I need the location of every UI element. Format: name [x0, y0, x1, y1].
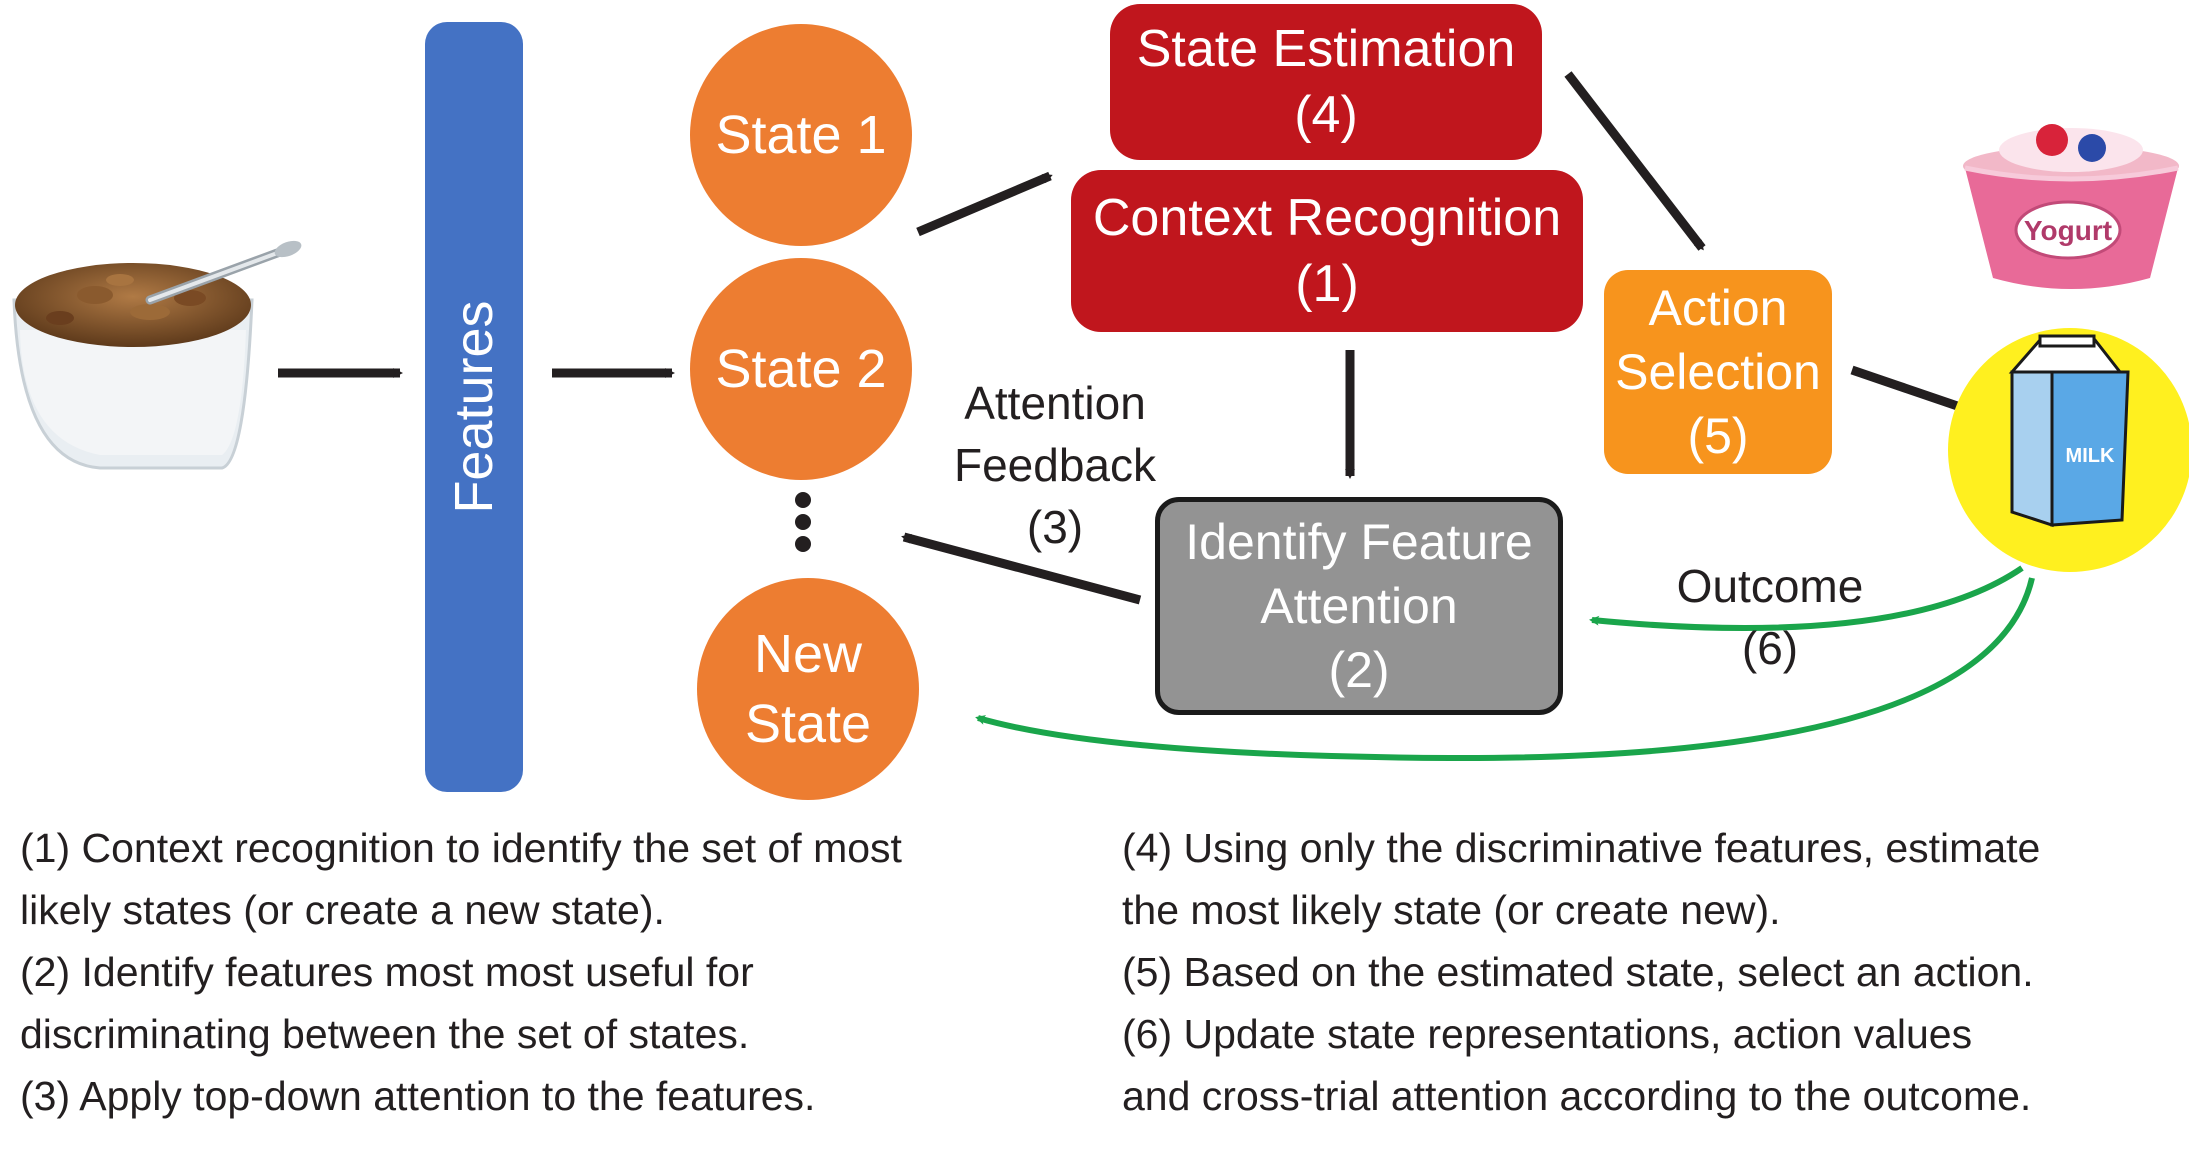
state-2-node: State 2 — [690, 258, 912, 480]
legend-left-line: (3) Apply top-down attention to the feat… — [20, 1073, 816, 1119]
new-state-label-line2: State — [744, 694, 872, 754]
legend-right-line: (6) Update state representations, action… — [1122, 1011, 1973, 1057]
attention-feedback-line2: Feedback — [953, 439, 1156, 491]
ellipsis-dot — [795, 492, 811, 508]
outcome-curve-to-new-state — [975, 577, 2035, 762]
yogurt-icon: Yogurt — [1963, 124, 2179, 289]
legend-left-line: discriminating between the set of states… — [20, 1011, 750, 1057]
legend-left-line: (1) Context recognition to identify the … — [20, 825, 902, 871]
features-label: Features — [444, 300, 504, 514]
legend-right-line: (5) Based on the estimated state, select… — [1122, 949, 2034, 995]
identify-feature-attention-box: Identify Feature Attention (2) — [1155, 497, 1563, 715]
arrow-action-to-milk — [1850, 365, 1978, 417]
attention-feedback-num: (3) — [1026, 501, 1084, 553]
legend-right: (4) Using only the discriminative featur… — [1122, 817, 2040, 1127]
attention-feedback-line1: Attention — [964, 377, 1146, 429]
state-estimation-num: (4) — [1294, 86, 1358, 144]
milk-carton-icon: MILK — [1948, 328, 2189, 572]
context-recognition-box: Context Recognition (1) — [1071, 170, 1583, 332]
outcome-curve-to-identify — [1589, 565, 2024, 632]
outcome-num: (6) — [1741, 622, 1799, 674]
identify-feature-num: (2) — [1328, 642, 1390, 698]
legend-left-line: (2) Identify features most most useful f… — [20, 949, 754, 995]
legend-right-line: and cross-trial attention according to t… — [1122, 1073, 2032, 1119]
cereal-bowl-icon — [12, 240, 302, 470]
legend-left: (1) Context recognition to identify the … — [20, 817, 902, 1127]
new-state-node: New State — [697, 578, 919, 800]
action-selection-line2: Selection — [1615, 344, 1821, 400]
ellipsis-dot — [795, 536, 811, 552]
state-1-label: State 1 — [715, 105, 887, 165]
action-selection-line1: Action — [1648, 280, 1788, 336]
arrow-identify-to-states — [901, 532, 1142, 605]
outcome-label: Outcome (6) — [1640, 555, 1900, 679]
state-2-label: State 2 — [715, 339, 887, 399]
yogurt-label-text: Yogurt — [2024, 215, 2112, 246]
new-state-label-line1: New — [753, 624, 863, 684]
ellipsis-dot — [795, 514, 811, 530]
milk-label-text: MILK — [2066, 445, 2115, 467]
identify-feature-line1: Identify Feature — [1185, 514, 1533, 570]
arrow-states-to-context — [916, 171, 1053, 237]
features-bar: Features — [425, 22, 523, 792]
action-selection-box: Action Selection (5) — [1604, 270, 1832, 474]
state-1-node: State 1 — [690, 24, 912, 246]
legend-right-line: the most likely state (or create new). — [1122, 887, 1781, 933]
context-recognition-title: Context Recognition — [1092, 189, 1562, 247]
state-estimation-title: State Estimation — [1136, 20, 1516, 78]
action-selection-num: (5) — [1687, 408, 1749, 464]
outcome-line1: Outcome — [1676, 560, 1864, 612]
state-estimation-box: State Estimation (4) — [1110, 4, 1542, 160]
arrow-estimation-to-action — [1564, 71, 1706, 251]
attention-feedback-label: Attention Feedback (3) — [920, 372, 1190, 558]
legend-left-line: likely states (or create a new state). — [20, 887, 665, 933]
legend-right-line: (4) Using only the discriminative featur… — [1122, 825, 2041, 871]
identify-feature-line2: Attention — [1260, 578, 1458, 634]
context-recognition-num: (1) — [1295, 255, 1359, 313]
